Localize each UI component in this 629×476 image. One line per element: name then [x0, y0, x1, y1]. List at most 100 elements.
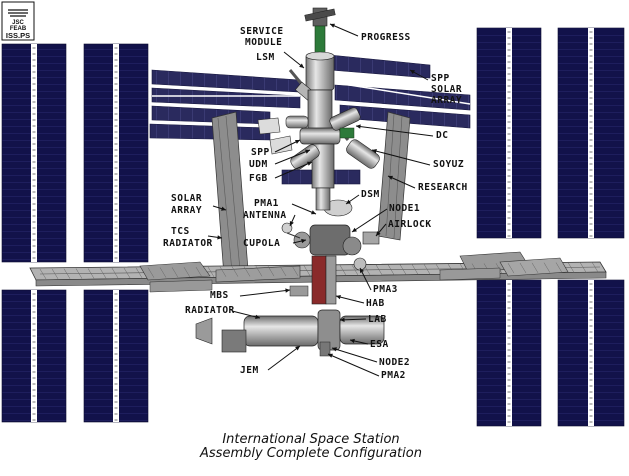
truss-strut: [267, 266, 275, 277]
callout-arrowhead: [301, 238, 306, 244]
label-pma3: PMA3: [373, 284, 398, 295]
callout-line: [351, 208, 388, 233]
truss-strut: [39, 268, 47, 280]
russian-segment: [285, 7, 380, 217]
truss-radiators: [149, 267, 501, 293]
truss-strut: [507, 263, 515, 274]
callout-arrowhead: [346, 199, 351, 204]
label-spp: SPP: [251, 147, 270, 158]
truss-strut: [111, 267, 119, 279]
callout-arrowhead: [330, 23, 335, 28]
label-lsm: LSM: [256, 52, 275, 63]
label-tcs-radiator: TCS: [171, 226, 190, 237]
label-pma1: PMA1: [254, 198, 279, 209]
label-jem: JEM: [240, 365, 259, 376]
label-mbs: MBS: [210, 290, 229, 301]
solar-array-mast: [506, 280, 512, 426]
callout-arrowhead: [336, 294, 341, 300]
truss-strut: [255, 266, 263, 277]
callout-arrowhead: [372, 149, 377, 154]
truss-strut: [207, 266, 215, 278]
main-solar-arrays: [1, 27, 625, 427]
truss-strut: [87, 268, 95, 279]
label-cupola: CUPOLA: [243, 238, 280, 249]
truss-strut: [183, 267, 191, 278]
solar-array-mast: [113, 44, 119, 262]
truss-strut: [291, 265, 299, 276]
truss-strut: [399, 264, 407, 275]
callout-arrowhead: [305, 149, 310, 154]
truss-strut: [279, 265, 287, 277]
callout-line: [274, 161, 313, 179]
callout-line: [231, 310, 261, 319]
callout-arrowhead: [311, 210, 316, 215]
truss-strut: [339, 265, 347, 276]
label-esa: ESA: [370, 339, 389, 350]
label-dsm: DSM: [361, 189, 380, 200]
truss-strut: [423, 264, 431, 275]
truss-strut: [591, 261, 599, 273]
us-segment: [195, 222, 385, 357]
component-labels: SERVICE MODULE LSM PROGRESS SPP SOLAR AR…: [163, 26, 468, 381]
label-research: RESEARCH: [418, 182, 468, 193]
callout-line: [239, 289, 291, 297]
solar-array-mast: [31, 290, 37, 422]
logo-line3: ISS.PS: [6, 31, 30, 40]
truss-strut: [219, 266, 227, 277]
callout-arrowhead: [340, 317, 345, 323]
truss-strut: [195, 266, 203, 278]
truss-strut: [411, 264, 419, 275]
logo-line2: FEAB: [10, 26, 27, 32]
label-antenna: ANTENNA: [243, 210, 287, 221]
truss-strut: [243, 266, 251, 277]
label-dc: DC: [436, 130, 448, 141]
logo-line1: JSC: [12, 20, 24, 26]
truss-strut: [387, 264, 395, 275]
label-spp-solar-array-3: ARRAY: [431, 95, 462, 106]
solar-array-mast: [588, 280, 594, 426]
callout-arrows: [207, 23, 434, 377]
truss-strut: [303, 265, 311, 276]
truss-strut: [531, 262, 539, 273]
jsc-feab-logo: JSC FEAB ISS.PS: [1, 1, 35, 41]
callout-arrowhead: [376, 231, 381, 236]
label-tcs-radiator-2: RADIATOR: [163, 238, 213, 249]
callout-arrowhead: [350, 338, 355, 344]
callout-arrowhead: [217, 235, 222, 240]
label-solar-array: SOLAR: [171, 193, 202, 204]
callout-arrowhead: [388, 175, 393, 180]
label-pma2: PMA2: [381, 370, 406, 381]
callout-arrowhead: [352, 227, 357, 232]
callout-arrowhead: [255, 314, 260, 320]
label-radiator: RADIATOR: [185, 305, 235, 316]
callout-arrowhead: [299, 63, 304, 68]
label-node2: NODE2: [379, 357, 410, 368]
label-service-module: SERVICE: [240, 26, 284, 37]
label-service-module-2: MODULE: [245, 37, 282, 48]
truss-strut: [567, 262, 575, 273]
solar-array-mast: [31, 44, 37, 262]
solar-array-mast: [506, 28, 512, 238]
truss-strut: [519, 262, 527, 274]
callout-line: [331, 347, 378, 363]
callout-line: [355, 125, 434, 137]
solar-array-mast: [113, 290, 119, 422]
truss-strut: [51, 268, 59, 279]
callout-line: [274, 149, 311, 165]
truss-strut: [351, 264, 359, 276]
truss-strut: [543, 262, 551, 273]
label-hab: HAB: [366, 298, 385, 309]
truss-strut: [63, 268, 71, 279]
label-spp-solar-array: SPP: [431, 73, 450, 84]
truss-strut: [135, 267, 143, 278]
callout-arrowhead: [410, 70, 415, 75]
label-solar-array-2: ARRAY: [171, 205, 202, 216]
label-progress: PROGRESS: [361, 32, 411, 43]
callout-arrowhead: [360, 268, 364, 273]
caption: International Space Station Assembly Com…: [199, 432, 422, 461]
callout-arrowhead: [285, 288, 290, 293]
callout-arrowhead: [289, 221, 294, 226]
truss-strut: [555, 262, 563, 273]
